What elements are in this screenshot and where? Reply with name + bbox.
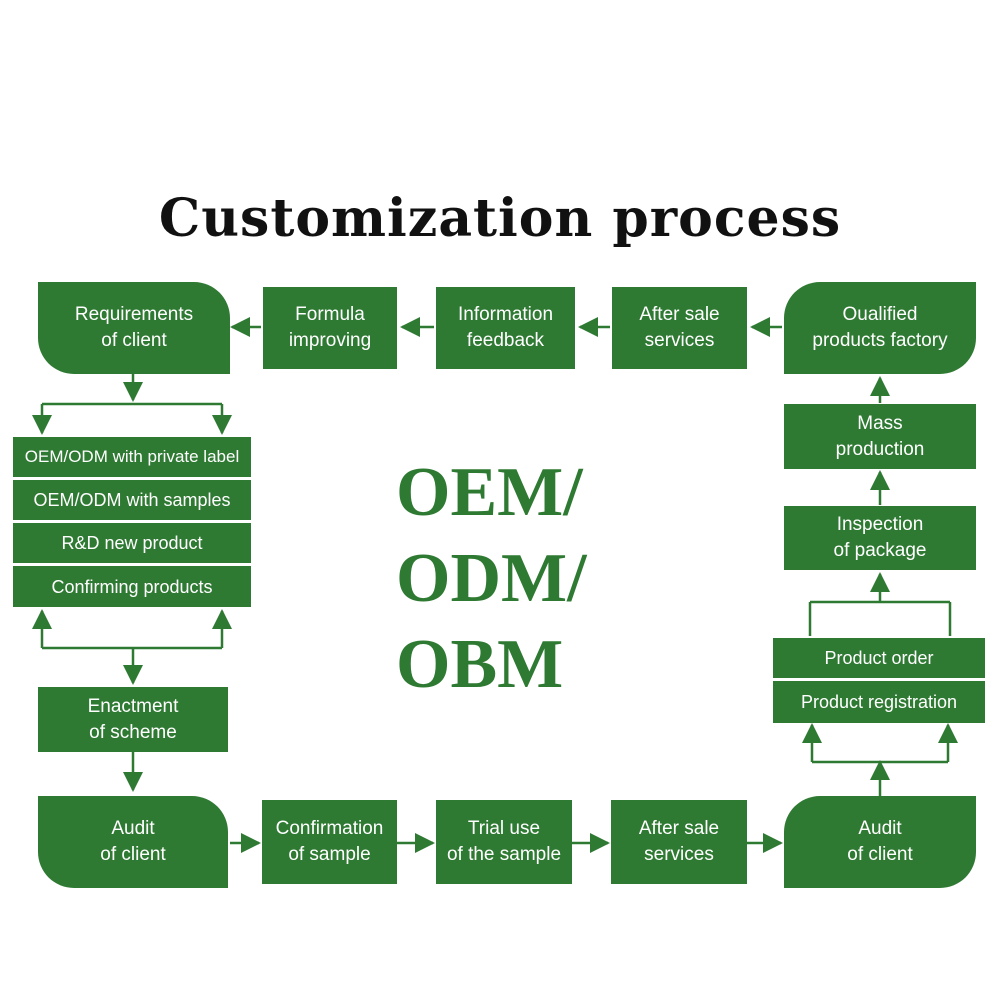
option-confirming-products: Confirming products [13, 566, 251, 607]
option-private-label: OEM/ODM with private label [13, 437, 251, 480]
page-title: Customization process [158, 188, 842, 249]
center-label: OEM/ ODM/ OBM [396, 450, 606, 708]
step-requirements-of-client: Requirements of client [38, 282, 230, 374]
center-line-oem: OEM/ [396, 454, 583, 531]
step-confirmation-of-sample: Confirmation of sample [262, 800, 397, 884]
step-mass-production: Mass production [784, 404, 976, 469]
center-line-obm: OBM [396, 626, 564, 703]
option-rd-new-product: R&D new product [13, 523, 251, 566]
step-information-feedback: Information feedback [436, 287, 575, 369]
center-line-odm: ODM/ [396, 540, 587, 617]
step-after-sale-services-bottom: After sale services [611, 800, 747, 884]
step-audit-of-client-left: Audit of client [38, 796, 228, 888]
step-product-order: Product order [773, 638, 985, 681]
step-inspection-of-package: Inspection of package [784, 506, 976, 570]
step-after-sale-services-top: After sale services [612, 287, 747, 369]
step-audit-of-client-right: Audit of client [784, 796, 976, 888]
step-enactment-of-scheme: Enactment of scheme [38, 687, 228, 752]
step-qualified-products-factory: Oualified products factory [784, 282, 976, 374]
step-trial-use-of-sample: Trial use of the sample [436, 800, 572, 884]
option-with-samples: OEM/ODM with samples [13, 480, 251, 523]
step-product-registration: Product registration [773, 681, 985, 723]
step-formula-improving: Formula improving [263, 287, 397, 369]
